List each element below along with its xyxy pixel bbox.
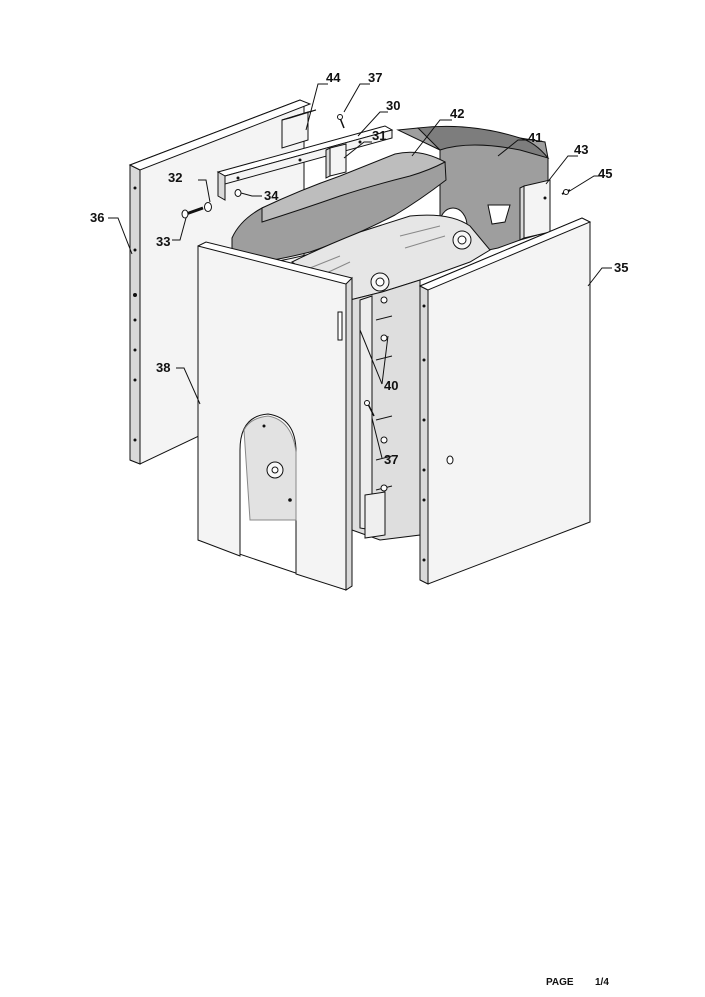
leader-37-lower <box>371 417 383 459</box>
callout-38: 38 <box>156 360 170 375</box>
callout-36: 36 <box>90 210 104 225</box>
footer-page-label: PAGE <box>546 977 574 988</box>
leader-34 <box>240 192 262 197</box>
callout-42: 42 <box>450 106 464 121</box>
callout-45: 45 <box>598 166 612 181</box>
callout-40: 40 <box>384 378 398 393</box>
screw-37-lower <box>364 400 375 417</box>
leader-35 <box>587 267 612 287</box>
front-left-panel-38 <box>197 241 353 591</box>
top-cross-bracket-30 <box>216 125 394 201</box>
leader-43 <box>545 155 578 185</box>
leader-30 <box>357 111 388 137</box>
leader-36 <box>108 217 133 255</box>
callout-31: 31 <box>372 128 386 143</box>
callout-37-top: 37 <box>368 70 382 85</box>
leader-41 <box>497 139 528 157</box>
rear-bracket-44 <box>281 109 317 149</box>
leader-44 <box>305 83 328 131</box>
top-insulation-blanket-42 <box>231 151 447 265</box>
footer-page-number: 1/4 <box>595 977 609 988</box>
clip-31 <box>325 143 347 179</box>
right-side-panel-35 <box>418 217 592 585</box>
callout-30: 30 <box>386 98 400 113</box>
callout-33: 33 <box>156 234 170 249</box>
callout-44: 44 <box>326 70 341 85</box>
leader-33 <box>172 217 187 241</box>
callout-32: 32 <box>168 170 182 185</box>
callout-35: 35 <box>614 260 628 275</box>
callout-labels: 44 37 30 42 31 41 43 32 45 34 36 33 35 3… <box>90 70 628 467</box>
leader-40a <box>359 329 383 385</box>
side-bracket-43 <box>519 179 551 241</box>
leader-31 <box>343 141 372 159</box>
bolt-33 <box>181 206 204 219</box>
leader-40b <box>381 335 389 385</box>
leader-45 <box>567 175 604 193</box>
leader-32 <box>198 179 211 203</box>
washer-32 <box>204 202 212 212</box>
screw-37-top <box>337 114 345 129</box>
callout-43: 43 <box>574 142 588 157</box>
callout-34: 34 <box>264 188 279 203</box>
leader-38 <box>176 367 201 405</box>
leader-lines <box>108 83 612 459</box>
callout-41: 41 <box>528 130 542 145</box>
nut-34 <box>234 189 242 197</box>
callout-37-lower: 37 <box>384 452 398 467</box>
leader-42 <box>411 119 452 157</box>
leader-37-top <box>343 83 370 113</box>
